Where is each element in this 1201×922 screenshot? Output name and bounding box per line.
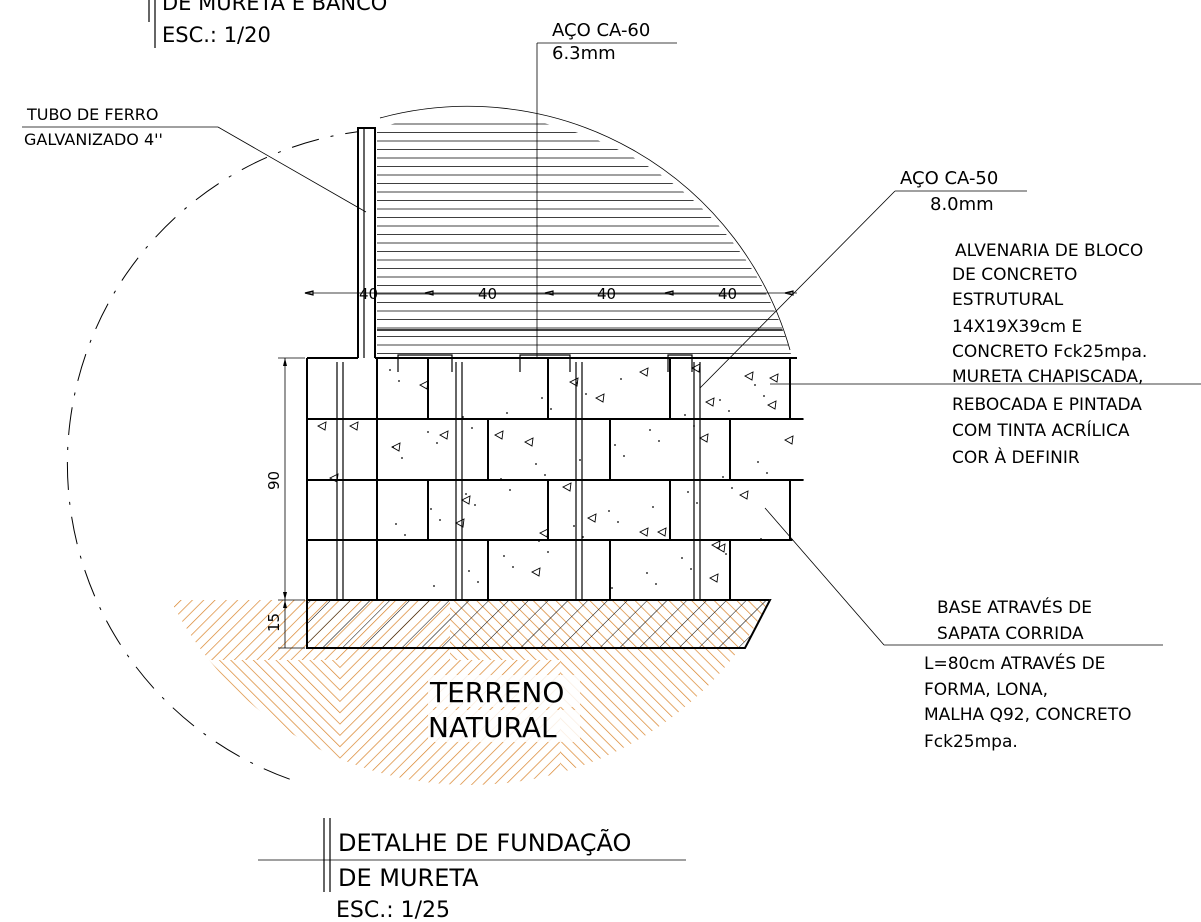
- alvenaria-line-2: DE CONCRETO: [952, 265, 1077, 285]
- detail-circle-outline: [66, 129, 374, 781]
- alvenaria-line-7: REBOCADA E PINTADA: [952, 395, 1142, 415]
- leader-tubo: TUBO DE FERRO GALVANIZADO 4'': [22, 105, 367, 213]
- leader-alvenaria: ALVENARIA DE BLOCO DE CONCRETO ESTRUTURA…: [770, 241, 1201, 468]
- tubo-label-line2: GALVANIZADO 4'': [24, 130, 163, 149]
- alvenaria-line-5: CONCRETO Fck25mpa.: [952, 342, 1147, 362]
- rebars: [336, 354, 701, 600]
- alvenaria-line-8: COM TINTA ACRÍLICA: [952, 419, 1130, 441]
- leader-aco-60: AÇO CA-60 6.3mm: [536, 20, 677, 358]
- aco60-label-line1: AÇO CA-60: [552, 20, 650, 41]
- base-height-dim: 15: [265, 613, 283, 632]
- alvenaria-line-9: COR À DEFINIR: [952, 446, 1080, 468]
- tubo-label-line1: TUBO DE FERRO: [26, 105, 159, 124]
- spacing-dim-1: 40: [359, 285, 378, 303]
- alvenaria-line-4: 14X19X39cm E: [952, 317, 1082, 337]
- base-rest-line2: FORMA, LONA,: [924, 680, 1048, 700]
- top-title-scale: ESC.: 1/20: [162, 23, 271, 47]
- base-label-line1: BASE ATRAVÉS DE: [937, 596, 1092, 618]
- detail-circle-outline-top: [379, 105, 791, 351]
- rebar-spacing-dimensions: 40 40 40 40: [304, 285, 797, 303]
- base-rest-line1: L=80cm ATRAVÉS DE: [924, 652, 1105, 674]
- aco50-label-line1: AÇO CA-50: [900, 168, 998, 189]
- spacing-dim-3: 40: [597, 285, 616, 303]
- block-masonry: [306, 358, 805, 601]
- bottom-title-line2: DE MURETA: [338, 864, 479, 892]
- alvenaria-line-3: ESTRUTURAL: [952, 290, 1064, 310]
- bottom-title-scale: ESC.: 1/25: [336, 898, 450, 922]
- base-label-line2: SAPATA CORRIDA: [937, 624, 1084, 644]
- spacing-dim-2: 40: [478, 285, 497, 303]
- leader-aco-50: AÇO CA-50 8.0mm: [699, 168, 1027, 389]
- spacing-dim-4: 40: [718, 285, 737, 303]
- bottom-title-line1: DETALHE DE FUNDAÇÃO: [338, 827, 631, 857]
- terreno-line2: NATURAL: [428, 711, 557, 744]
- terreno-line1: TERRENO: [429, 676, 564, 709]
- aco60-label-line2: 6.3mm: [552, 43, 616, 64]
- alvenaria-line-1: ALVENARIA DE BLOCO: [955, 241, 1143, 261]
- terreno-label: TERRENO NATURAL: [428, 675, 580, 744]
- aco50-label-line2: 8.0mm: [930, 194, 994, 215]
- top-title-line1: DE MURETA E BANCO: [162, 0, 387, 15]
- top-title-block: DE MURETA E BANCO ESC.: 1/20: [148, 0, 387, 48]
- base-rest-line4: Fck25mpa.: [924, 732, 1018, 752]
- bottom-title-block: DETALHE DE FUNDAÇÃO DE MURETA ESC.: 1/25: [258, 818, 686, 922]
- leader-base: BASE ATRAVÉS DE SAPATA CORRIDA L=80cm AT…: [764, 507, 1163, 752]
- height-dimensions: 90 15: [265, 357, 305, 649]
- alvenaria-line-6: MURETA CHAPISCADA,: [952, 367, 1143, 387]
- footing: [306, 599, 772, 649]
- wall-height-dim: 90: [265, 471, 283, 490]
- upper-wall-hatch: [377, 123, 805, 354]
- base-rest-line3: MALHA Q92, CONCRETO: [924, 705, 1132, 725]
